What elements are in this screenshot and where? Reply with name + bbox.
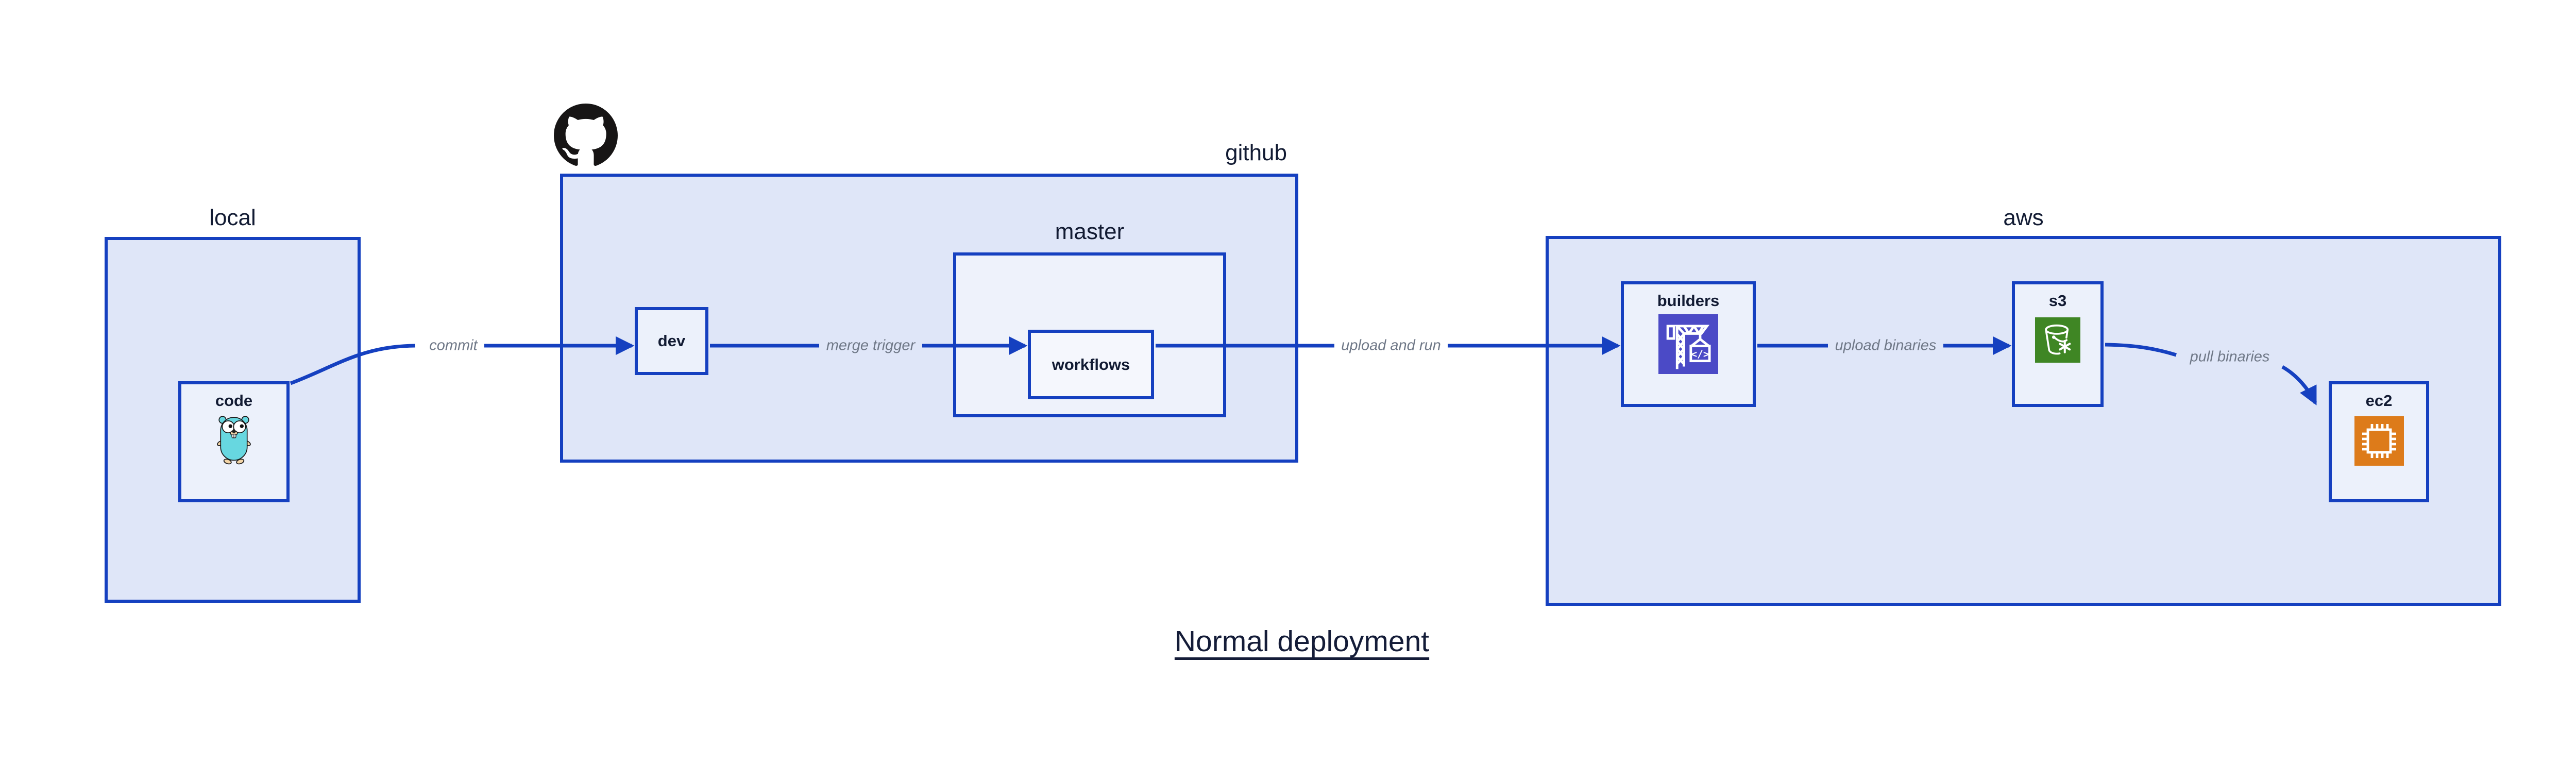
edge-label-upload-binaries: upload binaries — [1835, 337, 1937, 354]
github-octocat-icon — [554, 104, 618, 170]
node-label-builders: builders — [1657, 292, 1720, 310]
edge-label-upload-and-run: upload and run — [1341, 337, 1441, 354]
s3-bucket-icon — [2035, 317, 2080, 363]
node-label-code: code — [215, 392, 253, 410]
node-workflows: workflows — [1028, 330, 1154, 399]
node-builders: builders </> — [1621, 281, 1756, 407]
codebuild-icon: </> — [1658, 314, 1718, 374]
node-label-dev: dev — [657, 332, 686, 350]
group-label-aws: aws — [2003, 205, 2044, 230]
node-ec2: ec2 — [2329, 381, 2429, 502]
edge-label-merge-trigger: merge trigger — [826, 337, 916, 354]
node-dev: dev — [635, 307, 708, 375]
edge-label-commit: commit — [429, 337, 478, 354]
node-label-ec2: ec2 — [2365, 392, 2393, 410]
node-s3: s3 — [2012, 281, 2104, 407]
group-label-local: local — [209, 205, 256, 230]
svg-text:</>: </> — [1691, 348, 1709, 360]
node-label-workflows: workflows — [1052, 355, 1130, 373]
diagram-title: Normal deployment — [1174, 625, 1430, 658]
go-gopher-icon — [214, 414, 253, 467]
edge-label-pull-binaries: pull binaries — [2190, 348, 2270, 365]
ec2-chip-icon — [2354, 416, 2404, 466]
group-label-master: master — [1055, 219, 1125, 244]
group-label-github: github — [1225, 140, 1287, 165]
node-code: code — [178, 381, 290, 502]
node-label-s3: s3 — [2048, 292, 2067, 310]
